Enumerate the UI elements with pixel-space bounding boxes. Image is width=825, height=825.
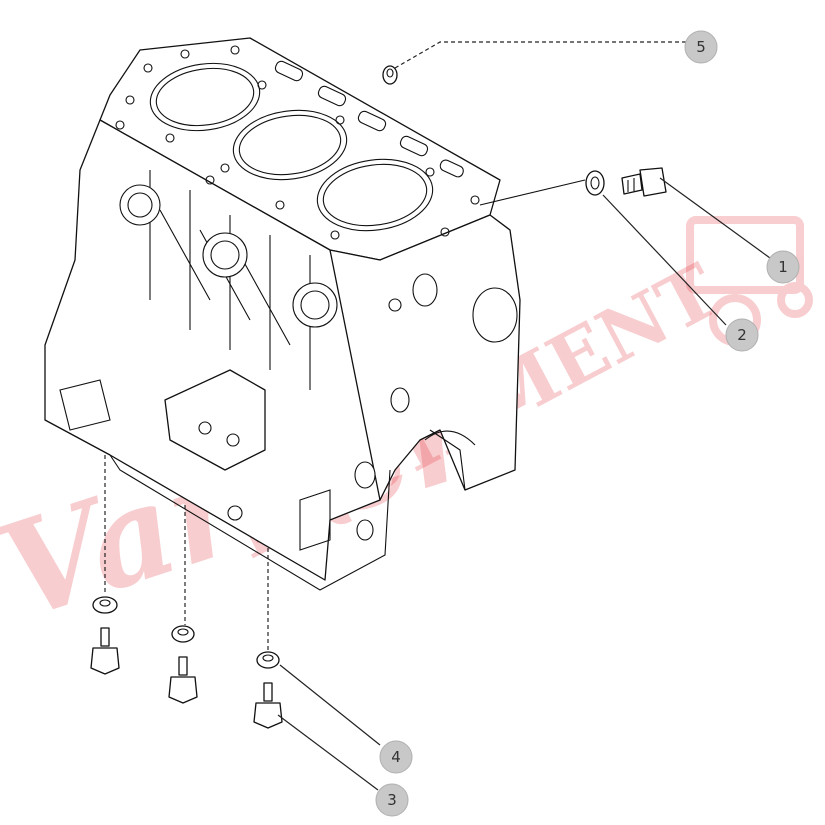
plug-5 <box>382 65 398 85</box>
bolt-left <box>90 455 120 675</box>
bolt-middle <box>168 505 198 704</box>
callout-1-label: 1 <box>778 258 788 276</box>
callout-5-label: 5 <box>696 38 706 56</box>
callout-1: 1 <box>766 250 800 284</box>
callout-2-label: 2 <box>737 326 747 344</box>
callout-4-label: 4 <box>391 748 401 766</box>
washer-2 <box>585 170 605 196</box>
leader-lines <box>277 41 771 791</box>
callout-3: 3 <box>375 783 409 817</box>
callout-2: 2 <box>725 318 759 352</box>
bolt-right <box>253 548 283 729</box>
drain-bolt-1 <box>621 167 667 197</box>
engine-block <box>44 37 521 591</box>
callout-5: 5 <box>684 30 718 64</box>
callout-3-label: 3 <box>387 791 397 809</box>
callout-4: 4 <box>379 740 413 774</box>
